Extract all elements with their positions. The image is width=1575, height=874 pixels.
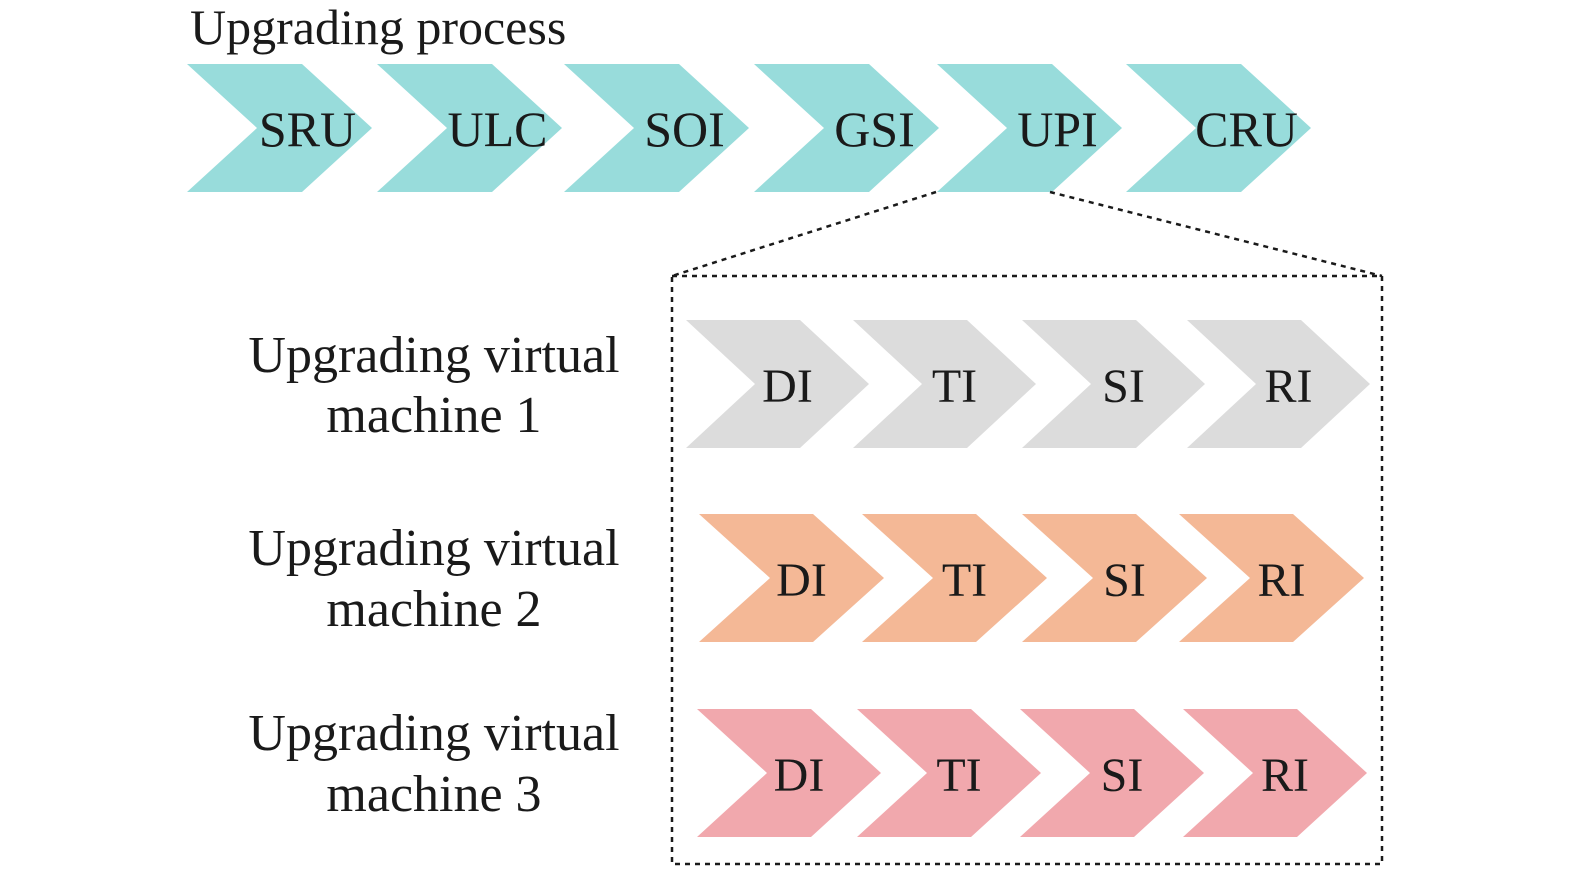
vm-1-step-si-shape bbox=[1022, 320, 1205, 448]
vm-3-label-line1: Upgrading virtual bbox=[248, 705, 619, 762]
vm-1-chevron-row: DI TI SI RI bbox=[686, 320, 1370, 448]
vm-3-step-ti: TI bbox=[857, 709, 1041, 837]
vm-1-step-si-label: SI bbox=[1102, 360, 1145, 413]
process-step-soi-label: SOI bbox=[644, 101, 725, 157]
vm-1-step-di-shape bbox=[686, 320, 869, 448]
vm-2-chevron-row: DI TI SI RI bbox=[699, 514, 1364, 642]
process-step-upi: UPI bbox=[937, 64, 1122, 192]
process-step-ulc: ULC bbox=[377, 64, 562, 192]
vm-2-step-si-shape bbox=[1022, 514, 1207, 642]
vm-2-label-line2: machine 2 bbox=[326, 581, 541, 638]
process-step-sru: SRU bbox=[187, 64, 372, 192]
vm-2-step-ri: RI bbox=[1179, 514, 1364, 642]
vm-1-step-si: SI bbox=[1022, 320, 1205, 448]
vm-1-step-ti-label: TI bbox=[932, 360, 977, 413]
process-step-cru-label: CRU bbox=[1195, 101, 1298, 157]
vm-2-step-di-shape bbox=[699, 514, 884, 642]
vm-2-step-si-label: SI bbox=[1103, 554, 1146, 607]
process-step-ulc-label: ULC bbox=[448, 101, 548, 157]
process-step-sru-label: SRU bbox=[259, 101, 356, 157]
vm-3-label-line2: machine 3 bbox=[326, 766, 541, 823]
vm-2-label-line1: Upgrading virtual bbox=[248, 520, 619, 577]
vm-1-step-ri: RI bbox=[1187, 320, 1370, 448]
vm-3-step-di: DI bbox=[697, 709, 881, 837]
zoom-line-left bbox=[671, 190, 937, 278]
process-step-ulc-shape bbox=[377, 64, 562, 192]
vm-2-step-ti: TI bbox=[862, 514, 1047, 642]
vm-1-label: Upgrading virtual machine 1 bbox=[248, 327, 619, 444]
process-step-cru: CRU bbox=[1126, 64, 1311, 192]
vm-2-step-si: SI bbox=[1022, 514, 1207, 642]
vm-1-step-ri-shape bbox=[1187, 320, 1370, 448]
process-step-gsi: GSI bbox=[754, 64, 939, 192]
process-step-gsi-label: GSI bbox=[834, 101, 915, 157]
vm-1-step-di-label: DI bbox=[762, 360, 813, 413]
process-step-cru-shape bbox=[1126, 64, 1311, 192]
process-chevron-row: SRU ULC SOI GSI UPI CRU bbox=[187, 64, 1311, 192]
zoom-line-right bbox=[1049, 190, 1383, 278]
process-step-gsi-shape bbox=[754, 64, 939, 192]
process-step-upi-label: UPI bbox=[1017, 101, 1098, 157]
vm-2-step-di: DI bbox=[699, 514, 884, 642]
vm-1-step-ri-label: RI bbox=[1265, 360, 1313, 413]
vm-3-chevron-row: DI TI SI RI bbox=[697, 709, 1367, 837]
vm-2-step-ri-label: RI bbox=[1258, 554, 1306, 607]
vm-2-step-ri-shape bbox=[1179, 514, 1364, 642]
vm-3-step-si-label: SI bbox=[1101, 749, 1144, 802]
diagram-title: Upgrading process bbox=[190, 0, 566, 55]
vm-1-label-line2: machine 1 bbox=[326, 387, 541, 444]
vm-3-step-ri-label: RI bbox=[1261, 749, 1309, 802]
vm-3-step-ri: RI bbox=[1183, 709, 1367, 837]
vm-3-step-si-shape bbox=[1020, 709, 1204, 837]
vm-1-step-ti-shape bbox=[853, 320, 1036, 448]
vm-1-step-ti: TI bbox=[853, 320, 1036, 448]
vm-3-step-di-shape bbox=[697, 709, 881, 837]
process-step-soi-shape bbox=[564, 64, 749, 192]
vm-3-step-ti-label: TI bbox=[936, 749, 981, 802]
vm-2-step-di-label: DI bbox=[776, 554, 827, 607]
vm-2-step-ti-label: TI bbox=[942, 554, 987, 607]
process-step-upi-shape bbox=[937, 64, 1122, 192]
vm-1-label-line1: Upgrading virtual bbox=[248, 327, 619, 384]
vm-2-step-ti-shape bbox=[862, 514, 1047, 642]
vm-1-step-di: DI bbox=[686, 320, 869, 448]
upi-zoom-indicator bbox=[670, 190, 1384, 866]
process-step-soi: SOI bbox=[564, 64, 749, 192]
vm-3-step-si: SI bbox=[1020, 709, 1204, 837]
vm-3-label: Upgrading virtual machine 3 bbox=[248, 705, 619, 823]
vm-3-step-di-label: DI bbox=[774, 749, 825, 802]
vm-3-step-ti-shape bbox=[857, 709, 1041, 837]
process-step-sru-shape bbox=[187, 64, 372, 192]
vm-3-step-ri-shape bbox=[1183, 709, 1367, 837]
vm-2-label: Upgrading virtual machine 2 bbox=[248, 520, 619, 638]
upi-detail-box bbox=[670, 274, 1384, 866]
